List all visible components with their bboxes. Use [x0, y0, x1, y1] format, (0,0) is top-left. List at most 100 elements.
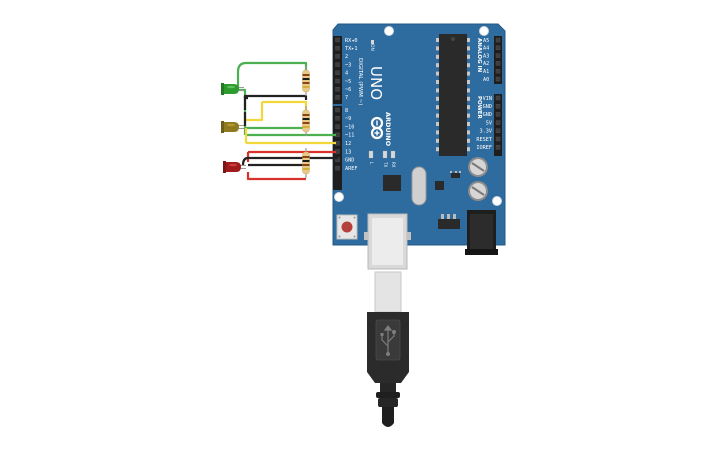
resistor-band: [302, 78, 310, 80]
analog-header-body: [494, 36, 502, 84]
analog-pin-label: A5: [483, 38, 489, 44]
analog-pin-holes[interactable]: [495, 37, 501, 82]
led-label-rx: RX: [391, 162, 396, 168]
analog-pin-hole[interactable]: [495, 45, 501, 50]
digital-pin-holes[interactable]: [335, 37, 340, 171]
chip-leg: [467, 105, 470, 110]
digital-pin-hole[interactable]: [335, 107, 340, 113]
power-pin-hole[interactable]: [495, 136, 501, 142]
usb-strain-relief-2: [376, 392, 400, 398]
usb-cable[interactable]: [367, 271, 409, 427]
usb-symbol-icon: [380, 325, 397, 356]
analog-pin-hole[interactable]: [495, 76, 501, 82]
chip-leg: [436, 113, 439, 118]
power-pin-holes[interactable]: [495, 95, 501, 150]
chip-leg: [467, 71, 470, 76]
analog-pin-label: A4: [483, 46, 489, 52]
digital-pin-label: 12: [345, 141, 351, 147]
chip-leg: [467, 80, 470, 84]
capacitor: [468, 181, 488, 201]
chip-leg: [436, 80, 439, 84]
resistor-band: [302, 86, 310, 88]
resistor[interactable]: [302, 148, 310, 178]
digital-pin-hole[interactable]: [335, 62, 340, 67]
led-yellow[interactable]: [221, 121, 244, 133]
analog-pin-hole[interactable]: [495, 53, 501, 58]
analog-pin-hole[interactable]: [495, 37, 501, 43]
power-pin-hole[interactable]: [495, 112, 501, 117]
digital-pin-hole[interactable]: [335, 132, 340, 138]
resistor-band: [302, 126, 310, 128]
digital-pin-label: ~5: [345, 79, 351, 85]
analog-pin-label: A3: [483, 53, 489, 59]
resistor-band: [302, 160, 310, 162]
digital-pin-hole[interactable]: [335, 86, 340, 92]
digital-pin-hole[interactable]: [335, 54, 340, 59]
digital-pin-hole[interactable]: [335, 140, 340, 146]
usb-b-port[interactable]: [364, 213, 411, 270]
resistor[interactable]: [302, 106, 310, 136]
led-green[interactable]: [221, 83, 244, 95]
chip-leg: [436, 38, 439, 42]
digital-pin-hole[interactable]: [335, 95, 340, 100]
reset-button[interactable]: [336, 214, 358, 240]
power-pin-hole[interactable]: [495, 95, 501, 101]
model-text: UNO: [367, 66, 385, 100]
led-red[interactable]: [223, 161, 246, 173]
resistor-band: [302, 168, 310, 170]
power-pin-hole[interactable]: [495, 144, 501, 150]
usb-strain-relief-1: [380, 383, 396, 392]
usb-strain-relief-3: [378, 398, 398, 407]
resistor-band: [302, 82, 310, 84]
resistor-band: [302, 164, 310, 166]
crystal-oscillator: [411, 166, 427, 206]
small-transistor: [450, 171, 461, 178]
power-pin-hole[interactable]: [495, 128, 501, 134]
chip-leg: [436, 122, 439, 126]
digital-pin-hole[interactable]: [335, 70, 340, 76]
digital-pin-label: ~11: [345, 133, 354, 139]
power-pin-label: IOREF: [476, 145, 492, 151]
chip-leg: [467, 54, 470, 59]
digital-header-upper: [333, 36, 342, 104]
digital-pin-hole[interactable]: [335, 124, 340, 129]
power-pin-hole[interactable]: [495, 103, 501, 109]
power-pin-hole[interactable]: [495, 120, 501, 125]
digital-pin-hole[interactable]: [335, 37, 340, 43]
wire-green: [236, 61, 247, 90]
brand-text: ARDUINO: [384, 112, 392, 147]
dc-power-jack[interactable]: [465, 210, 498, 255]
resistor[interactable]: [302, 66, 310, 96]
resistor-band: [302, 74, 310, 76]
digital-pin-hole[interactable]: [335, 116, 340, 121]
chip-leg: [436, 147, 439, 152]
digital-pin-hole[interactable]: [335, 165, 340, 171]
digital-pin-label: 13: [345, 149, 351, 155]
wire-black: [243, 94, 308, 100]
usb-cable-neck: [374, 271, 402, 313]
infinity-logo-icon: [370, 116, 384, 140]
chip-leg: [436, 130, 439, 135]
digital-pin-hole[interactable]: [335, 149, 340, 154]
digital-pin-label: 8: [345, 108, 348, 114]
wire-red: [246, 172, 306, 181]
small-chip: [435, 181, 444, 190]
digital-pin-hole[interactable]: [335, 78, 340, 84]
chip-leg: [467, 113, 470, 118]
chip-leg: [436, 63, 439, 68]
mounting-hole: [479, 26, 489, 36]
mounting-hole: [334, 192, 344, 202]
digital-pin-hole[interactable]: [335, 46, 340, 51]
power-header-body: [494, 94, 502, 156]
chip-leg: [467, 88, 470, 93]
chip-leg: [436, 54, 439, 59]
analog-pin-hole[interactable]: [495, 61, 501, 66]
wires: [236, 61, 338, 181]
analog-pin-hole[interactable]: [495, 68, 501, 74]
chip-leg: [436, 105, 439, 110]
